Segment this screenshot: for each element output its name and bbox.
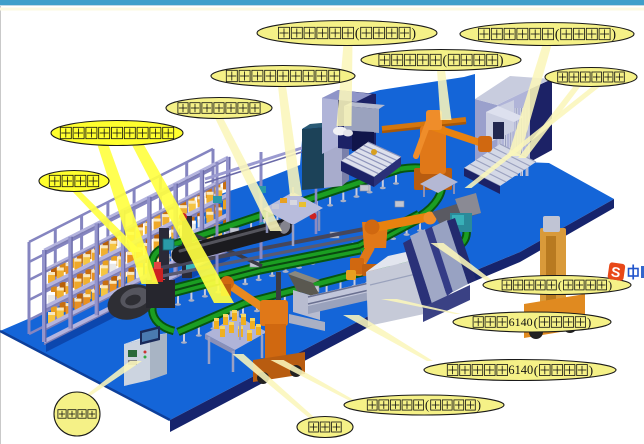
svg-text:): ) [611,27,616,42]
svg-text:(: ( [558,278,562,292]
svg-text:): ) [608,278,612,292]
svg-text:(: ( [442,53,447,68]
svg-text:(: ( [534,363,538,378]
svg-text:(: ( [534,315,538,329]
svg-text:): ) [499,53,504,68]
svg-text:6140: 6140 [509,315,533,329]
svg-text:): ) [411,26,416,41]
svg-text:): ) [477,398,481,412]
svg-text:): ) [587,315,591,329]
svg-text:6140: 6140 [508,363,533,377]
svg-text:S: S [610,263,621,280]
svg-text:(: ( [355,26,360,41]
svg-text:(: ( [425,398,429,412]
svg-text:(: ( [555,27,560,42]
svg-text:): ) [589,363,593,378]
